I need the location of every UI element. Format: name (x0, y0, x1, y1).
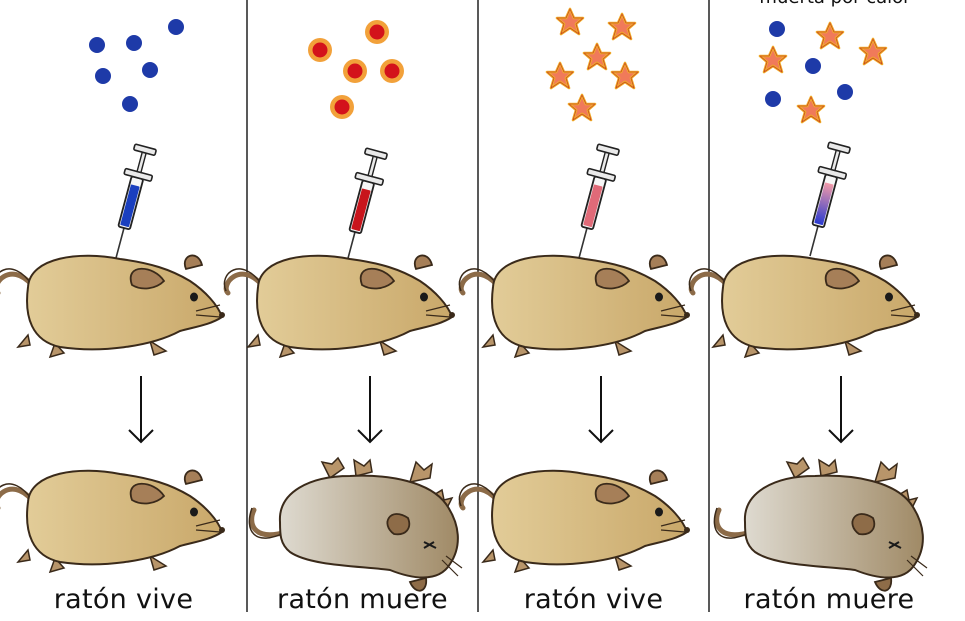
outcome-label-3: ratón vive (523, 584, 664, 615)
mouse-result-2-dead (249, 458, 462, 591)
mouse-injected-4 (689, 255, 920, 357)
mouse-injected-1 (0, 255, 225, 357)
mouse-result-3-alive (459, 470, 690, 572)
mouse-injected-2 (224, 255, 455, 357)
outcome-label-4: ratón muere (743, 584, 915, 615)
syringe-panel-2 (346, 147, 388, 263)
mouse-injected-3 (459, 255, 690, 357)
syringe-panel-1 (115, 143, 157, 259)
inoculum-red-cells (308, 20, 404, 119)
syringe-panel-4 (809, 141, 851, 257)
arrow-3 (588, 376, 614, 444)
inoculum-blue-dots (89, 19, 184, 112)
arrow-2 (357, 376, 383, 444)
inoculum-stars (545, 7, 640, 122)
outcome-label-1: ratón vive (53, 584, 194, 615)
mouse-result-1-alive (0, 470, 225, 572)
inoculum-mixed (758, 21, 888, 124)
top-caption: muerta por calor (715, 0, 955, 8)
outcome-label-2: ratón muere (277, 584, 448, 615)
mouse-result-4-dead (714, 458, 927, 591)
syringe-panel-3 (578, 143, 620, 259)
arrow-4 (828, 376, 854, 444)
arrow-1 (128, 376, 154, 444)
